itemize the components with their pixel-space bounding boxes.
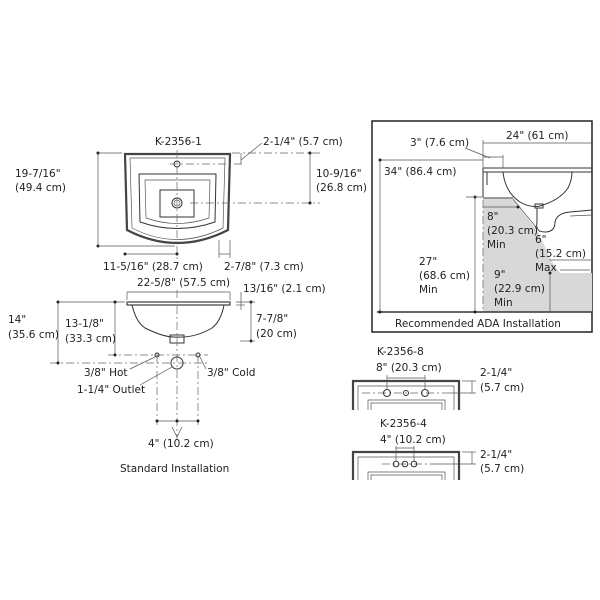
variant-4-drawing (351, 446, 476, 480)
ada-toe-depth-label: 9" (494, 269, 506, 281)
supply-spacing-label: 4" (10.2 cm) (148, 438, 214, 450)
ada-knee-height-cm-label: (68.6 cm) (419, 270, 470, 282)
variant-8-offset-cm: (5.7 cm) (480, 382, 524, 394)
variant-8-offset: 2-1/4" (480, 367, 512, 379)
supply-height-label: 13-1/8" (65, 318, 104, 330)
total-height-cm-label: (35.6 cm) (8, 329, 59, 341)
sink-side-view (50, 290, 255, 440)
sink-top-view (96, 142, 320, 260)
bowl-offset-label: 2-7/8" (7.3 cm) (224, 261, 304, 273)
ada-knee-height-min-label: Min (419, 284, 438, 296)
standard-caption: Standard Installation (120, 463, 229, 475)
supply-height-cm-label: (33.3 cm) (65, 333, 116, 345)
bowl-depth-cm-label: (20 cm) (256, 328, 297, 340)
faucet-offset-label: 2-1/4" (5.7 cm) (263, 136, 343, 148)
ada-knee-height-label: 27" (419, 256, 437, 268)
outlet-label: 1-1/4" Outlet (77, 384, 145, 396)
ada-pipe-offset-max-label: Max (535, 262, 557, 274)
outlet-icon (170, 356, 184, 370)
variant-4-spacing: 4" (10.2 cm) (380, 434, 446, 446)
variant-4-offset: 2-1/4" (480, 449, 512, 461)
ada-panel (371, 120, 593, 333)
cold-supply-icon (195, 352, 201, 358)
ada-toe-depth-cm-label: (22.9 cm) (494, 283, 545, 295)
ada-front-offset-label: 3" (7.6 cm) (410, 137, 469, 149)
total-height-label: 14" (8, 314, 26, 326)
depth-cm-label: (49.4 cm) (15, 182, 66, 194)
variant-4-model: K-2356-4 (380, 418, 427, 430)
ada-toe-depth-min-label: Min (494, 297, 513, 309)
variant-4-offset-cm: (5.7 cm) (480, 463, 524, 475)
ada-pipe-offset-cm-label: (15.2 cm) (535, 248, 586, 260)
hot-label: 3/8" Hot (84, 367, 128, 379)
model-label: K-2356-1 (155, 136, 202, 148)
width-label: 22-5/8" (57.5 cm) (137, 277, 230, 289)
ada-knee-depth-label: 8" (487, 211, 499, 223)
ada-caption: Recommended ADA Installation (395, 318, 561, 330)
ada-knee-depth-cm-label: (20.3 cm) (487, 225, 538, 237)
ada-pipe-offset-label: 6" (535, 234, 547, 246)
depth-label: 19-7/16" (15, 168, 61, 180)
bowl-depth-label: 7-7/8" (256, 313, 288, 325)
variant-8-spacing: 8" (20.3 cm) (376, 362, 442, 374)
variant-8-drawing (351, 375, 476, 410)
hot-supply-icon (154, 352, 160, 358)
cold-label: 3/8" Cold (207, 367, 255, 379)
drain-offset-label: 10-9/16" (316, 168, 362, 180)
rim-height-label: 13/16" (2.1 cm) (243, 283, 326, 295)
drain-offset-cm-label: (26.8 cm) (316, 182, 367, 194)
variant-8-model: K-2356-8 (377, 346, 424, 358)
ada-counter-height-label: 34" (86.4 cm) (384, 166, 456, 178)
ada-knee-depth-min-label: Min (487, 239, 506, 251)
half-width-label: 11-5/16" (28.7 cm) (103, 261, 203, 273)
ada-counter-depth-label: 24" (61 cm) (506, 130, 568, 142)
